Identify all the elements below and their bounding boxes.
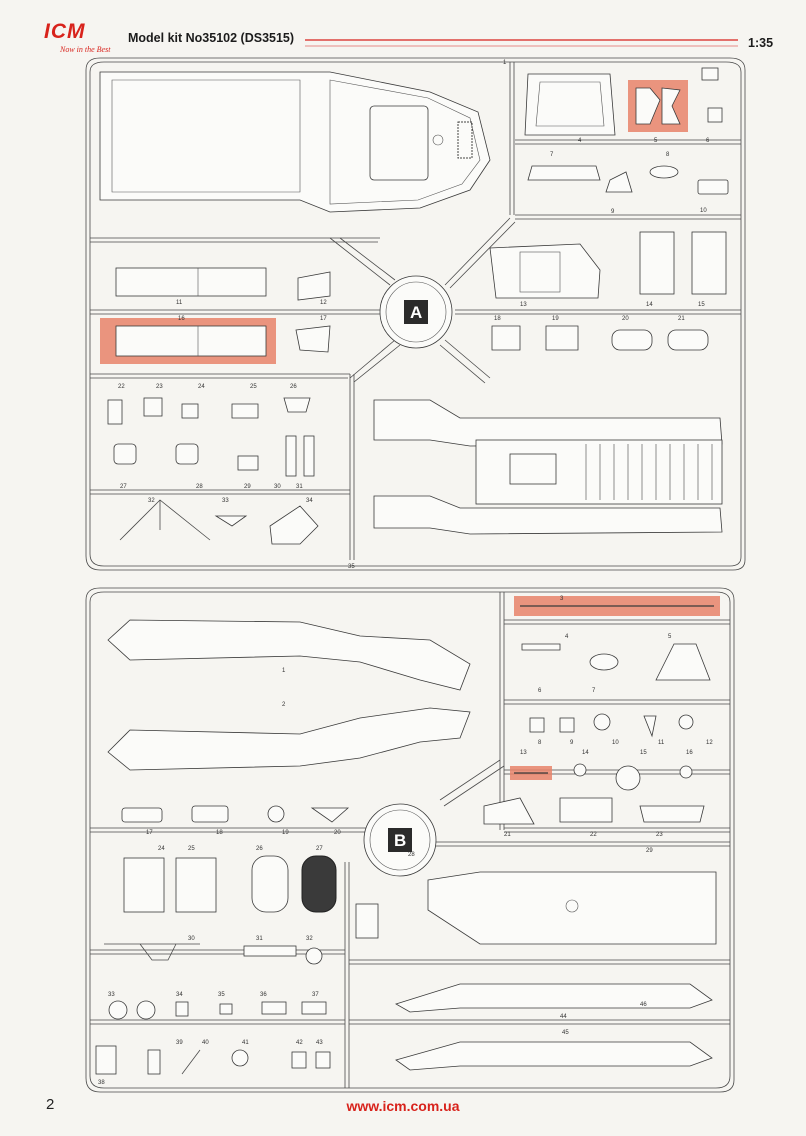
part-number-label: 16 xyxy=(178,316,185,322)
part-number-label: 10 xyxy=(612,740,619,746)
website-link[interactable]: www.icm.com.ua xyxy=(346,1098,460,1114)
sprue-b-part-numbers: 1 2 3 4 5 6 7 8 9 10 11 12 13 14 15 16 1… xyxy=(98,596,713,1086)
part-number-label: 10 xyxy=(700,208,707,214)
part-number-label: 8 xyxy=(538,740,542,746)
part-number-label: 12 xyxy=(706,740,713,746)
part-number-label: 17 xyxy=(320,316,327,322)
part-number-label: 39 xyxy=(176,1040,183,1046)
part-number-label: 14 xyxy=(646,302,653,308)
part-number-label: 24 xyxy=(198,384,205,390)
part-number-label: 18 xyxy=(494,316,501,322)
part-number-label: 20 xyxy=(334,830,341,836)
part-number-label: 15 xyxy=(640,750,647,756)
part-number-label: 14 xyxy=(582,750,589,756)
sprue-a-part-numbers: 1 4 5 6 7 8 9 10 11 12 13 14 15 16 17 18… xyxy=(118,60,710,570)
part-number-label: 11 xyxy=(658,740,665,746)
part-number-label: 37 xyxy=(312,992,319,998)
part-number-label: 40 xyxy=(202,1040,209,1046)
part-number-label: 32 xyxy=(148,498,155,504)
part-number-label: 45 xyxy=(562,1030,569,1036)
part-number-label: 1 xyxy=(282,668,286,674)
part-number-label: 20 xyxy=(622,316,629,322)
part-number-label: 28 xyxy=(408,852,415,858)
part-number-label: 25 xyxy=(188,846,195,852)
part-number-label: 41 xyxy=(242,1040,249,1046)
part-number-label: 9 xyxy=(611,209,615,215)
part-number-label: 17 xyxy=(146,830,153,836)
part-number-label: 4 xyxy=(565,634,569,640)
sprue-a-label: A xyxy=(410,303,422,322)
part-number-label: 19 xyxy=(282,830,289,836)
icm-logo: ICM Now in the Best xyxy=(44,20,120,56)
part-number-label: 25 xyxy=(250,384,257,390)
part-number-label: 13 xyxy=(520,750,527,756)
scale-label: 1:35 xyxy=(748,36,774,50)
part-number-label: 30 xyxy=(274,484,281,490)
part-number-label: 31 xyxy=(296,484,303,490)
page-header: ICM Now in the Best Model kit No35102 (D… xyxy=(0,0,806,62)
sprue-b: B xyxy=(85,587,735,1093)
part-number-label: 7 xyxy=(592,688,596,694)
part-number-label: 36 xyxy=(260,992,267,998)
part-number-label: 5 xyxy=(654,138,658,144)
part-number-label: 46 xyxy=(640,1002,647,1008)
part-number-label: 22 xyxy=(118,384,125,390)
part-number-label: 30 xyxy=(188,936,195,942)
part-number-label: 32 xyxy=(306,936,313,942)
part-number-label: 24 xyxy=(158,846,165,852)
part-number-label: 44 xyxy=(560,1014,567,1020)
part-number-label: 28 xyxy=(196,484,203,490)
part-number-label: 38 xyxy=(98,1080,105,1086)
part-number-label: 29 xyxy=(244,484,251,490)
part-number-label: 35 xyxy=(218,992,225,998)
part-number-label: 31 xyxy=(256,936,263,942)
part-number-label: 21 xyxy=(678,316,685,322)
logo-brand: ICM xyxy=(44,20,86,43)
part-number-label: 26 xyxy=(290,384,297,390)
part-number-label: 8 xyxy=(666,152,670,158)
part-number-label: 21 xyxy=(504,832,511,838)
part-number-label: 16 xyxy=(686,750,693,756)
part-number-label: 33 xyxy=(222,498,229,504)
part-number-label: 11 xyxy=(176,300,183,306)
part-number-label: 18 xyxy=(216,830,223,836)
part-number-label: 9 xyxy=(570,740,574,746)
sprue-b-label: B xyxy=(394,831,406,850)
part-number-label: 13 xyxy=(520,302,527,308)
part-number-label: 27 xyxy=(120,484,127,490)
part-number-label: 12 xyxy=(320,300,327,306)
part-number-label: 23 xyxy=(656,832,663,838)
part-number-label: 6 xyxy=(706,138,710,144)
part-number-label: 1 xyxy=(503,60,507,66)
part-number-label: 43 xyxy=(316,1040,323,1046)
part-number-label: 4 xyxy=(578,138,582,144)
part-number-label: 22 xyxy=(590,832,597,838)
part-number-label: 2 xyxy=(282,702,286,708)
page-number: 2 xyxy=(46,1096,55,1113)
sprue-a: A xyxy=(85,57,746,571)
part-number-label: 15 xyxy=(698,302,705,308)
part-number-label: 3 xyxy=(560,596,564,602)
part-number-label: 23 xyxy=(156,384,163,390)
part-number-label: 33 xyxy=(108,992,115,998)
part-number-label: 35 xyxy=(348,564,355,570)
part-number-label: 29 xyxy=(646,848,653,854)
part-number-label: 6 xyxy=(538,688,542,694)
part-number-label: 42 xyxy=(296,1040,303,1046)
part-number-label: 19 xyxy=(552,316,559,322)
part-number-label: 5 xyxy=(668,634,672,640)
part-number-label: 27 xyxy=(316,846,323,852)
part-number-label: 34 xyxy=(306,498,313,504)
part-number-label: 34 xyxy=(176,992,183,998)
model-title: Model kit No35102 (DS3515) xyxy=(128,31,295,45)
part-number-label: 7 xyxy=(550,152,554,158)
part-number-label: 26 xyxy=(256,846,263,852)
logo-tagline: Now in the Best xyxy=(60,45,111,54)
